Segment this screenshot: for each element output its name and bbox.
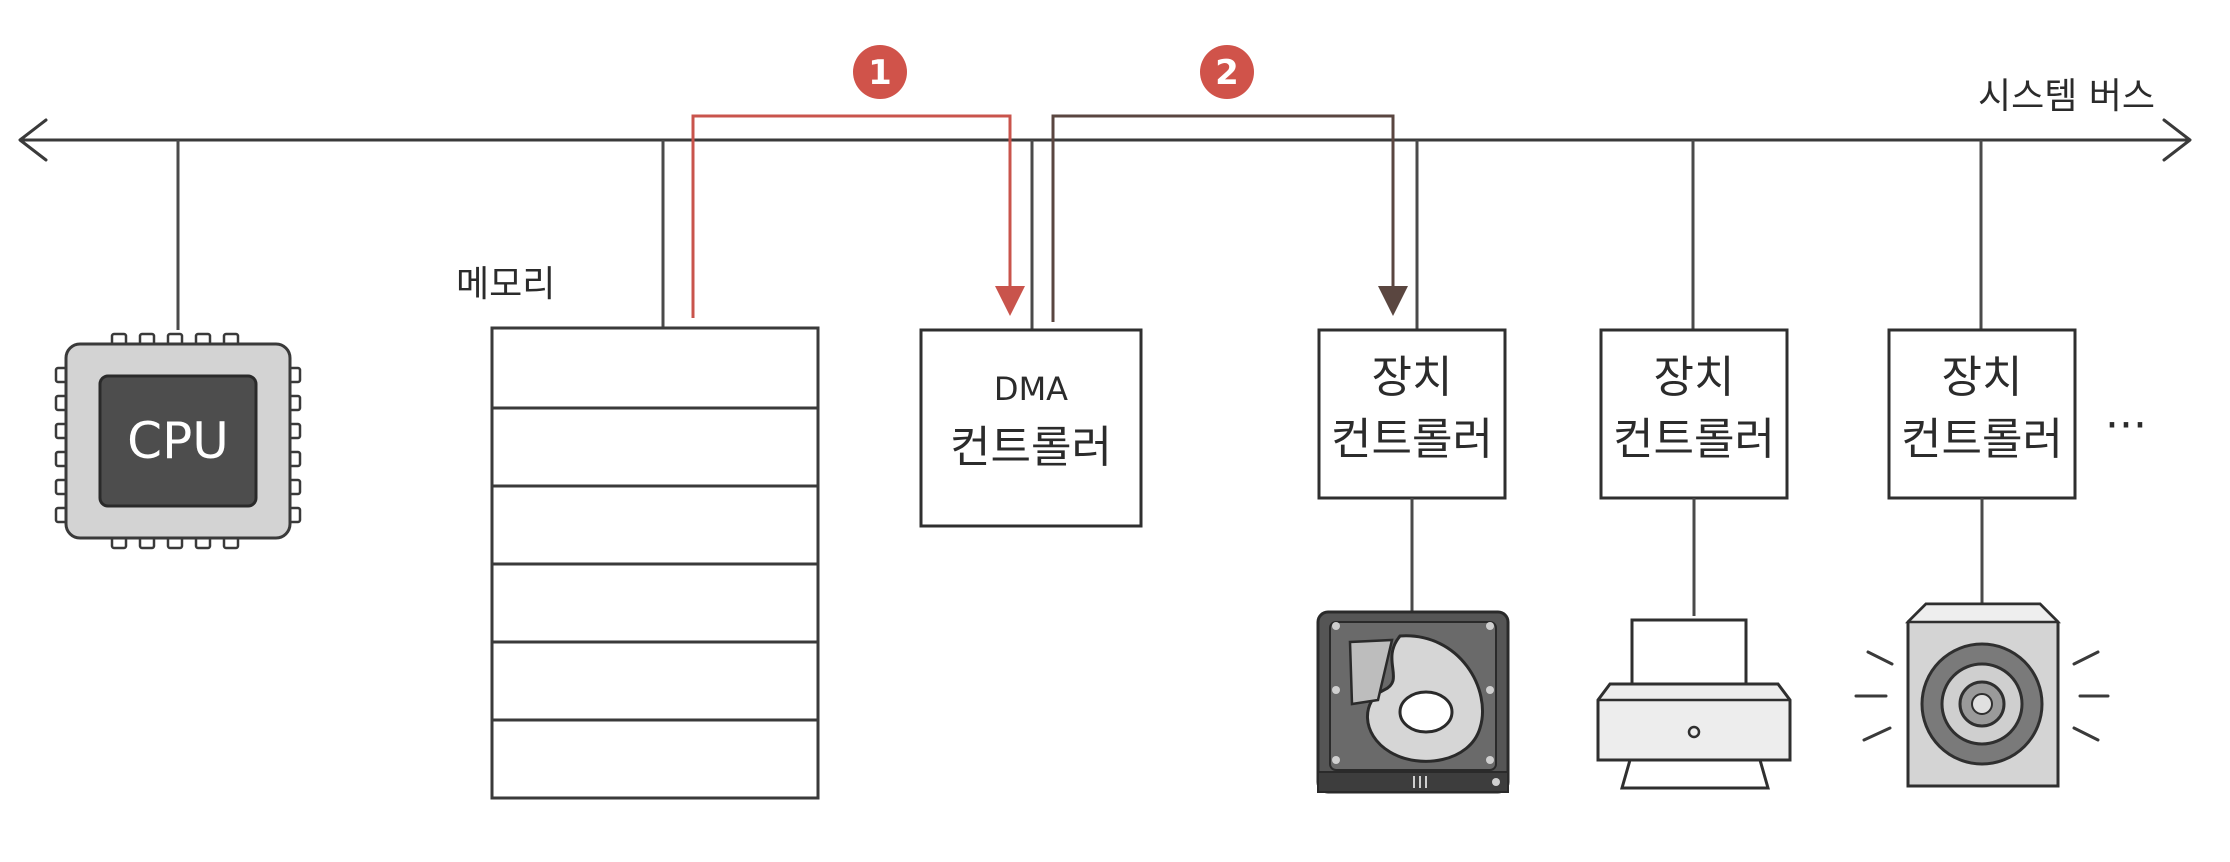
- cpu-chip-icon: CPU: [54, 332, 302, 550]
- step-badge-1: 1: [853, 45, 907, 99]
- system-bus: [18, 118, 2192, 162]
- dma-label-line2: 컨트롤러: [950, 422, 1112, 473]
- step1-arrow: [691, 114, 1025, 318]
- cpu-label: CPU: [127, 412, 229, 470]
- device-controller-1-line1: 장치: [1372, 352, 1453, 403]
- printer-icon: [1596, 618, 1792, 790]
- system-bus-label: 시스템 버스: [1978, 76, 2155, 117]
- device-controller-3-line1: 장치: [1942, 352, 2023, 403]
- hard-disk-icon: [1316, 610, 1510, 794]
- step-badge-2: 2: [1200, 45, 1254, 99]
- dma-label-line1: DMA: [994, 370, 1068, 408]
- device-controller-box-1: 장치 컨트롤러: [1317, 328, 1507, 500]
- device-controller-2-line2: 컨트롤러: [1613, 414, 1775, 465]
- device-controller-box-2: 장치 컨트롤러: [1599, 328, 1789, 500]
- device-controller-box-3: 장치 컨트롤러: [1887, 328, 2077, 500]
- memory-block: [490, 326, 820, 800]
- speaker-icon: [1854, 602, 2110, 788]
- dma-controller-box: DMA 컨트롤러: [919, 328, 1143, 528]
- step2-arrow: [1051, 114, 1408, 322]
- device-controller-3-line2: 컨트롤러: [1901, 414, 2063, 465]
- device-controller-2-line1: 장치: [1654, 352, 1735, 403]
- more-ellipsis: ···: [2105, 400, 2147, 451]
- device-controller-1-line2: 컨트롤러: [1331, 414, 1493, 465]
- step-number-2: 2: [1215, 53, 1239, 93]
- memory-label: 메모리: [456, 264, 555, 305]
- step-number-1: 1: [868, 53, 892, 93]
- device-connectors: [1410, 498, 1984, 616]
- bus-connectors: [176, 140, 1983, 330]
